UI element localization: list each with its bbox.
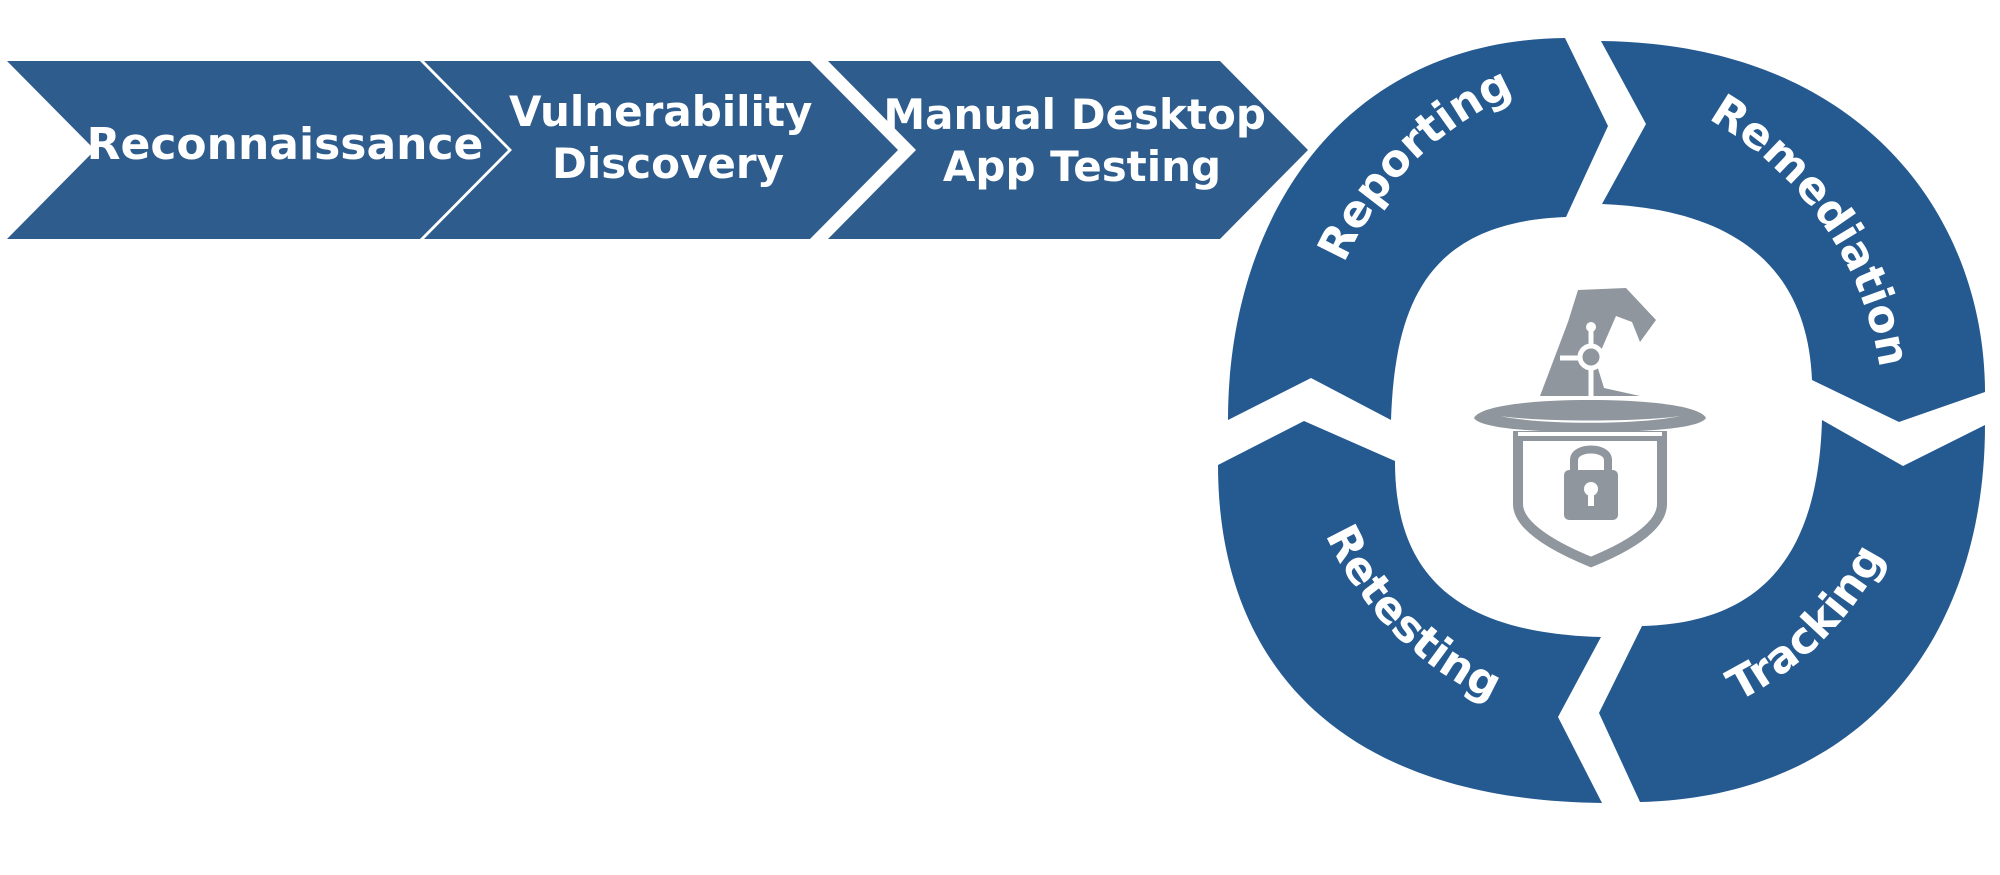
step-reconnaissance-line-1: Reconnaissance (87, 119, 484, 170)
step-vulnerability-discovery-label: Vulnerability Discovery (509, 87, 827, 188)
step-vulnerability-discovery-line-1: Vulnerability (509, 87, 812, 136)
cycle-segment-reporting (1228, 38, 1608, 420)
wizard-hat-shield-lock-icon (1474, 288, 1706, 568)
step-vulnerability-discovery-arrow (424, 61, 898, 239)
step-vulnerability-discovery: Vulnerability Discovery (424, 61, 898, 239)
padlock-icon (1564, 445, 1618, 520)
step-vulnerability-discovery-line-2: Discovery (552, 139, 784, 188)
process-steps: Reconnaissance Vulnerability Discovery M… (7, 61, 1308, 239)
step-manual-desktop-app-testing-label: Manual Desktop App Testing (883, 90, 1280, 191)
shield-icon (1513, 431, 1667, 568)
step-manual-desktop-app-testing-arrow (828, 61, 1308, 239)
step-reconnaissance: Reconnaissance (7, 61, 508, 239)
step-reconnaissance-label: Reconnaissance (87, 119, 484, 170)
step-manual-desktop-app-testing: Manual Desktop App Testing (828, 61, 1308, 239)
wizard-hat-icon (1474, 288, 1706, 432)
step-manual-desktop-app-testing-line-1: Manual Desktop (883, 90, 1266, 139)
step-reconnaissance-arrow (7, 61, 508, 239)
cycle-segment-tracking (1599, 420, 1985, 802)
cycle-segment-remediation (1601, 41, 1985, 422)
cycle-ring (1218, 38, 1985, 803)
cycle-segment-retesting (1218, 421, 1602, 803)
step-manual-desktop-app-testing-line-2: App Testing (943, 142, 1221, 191)
